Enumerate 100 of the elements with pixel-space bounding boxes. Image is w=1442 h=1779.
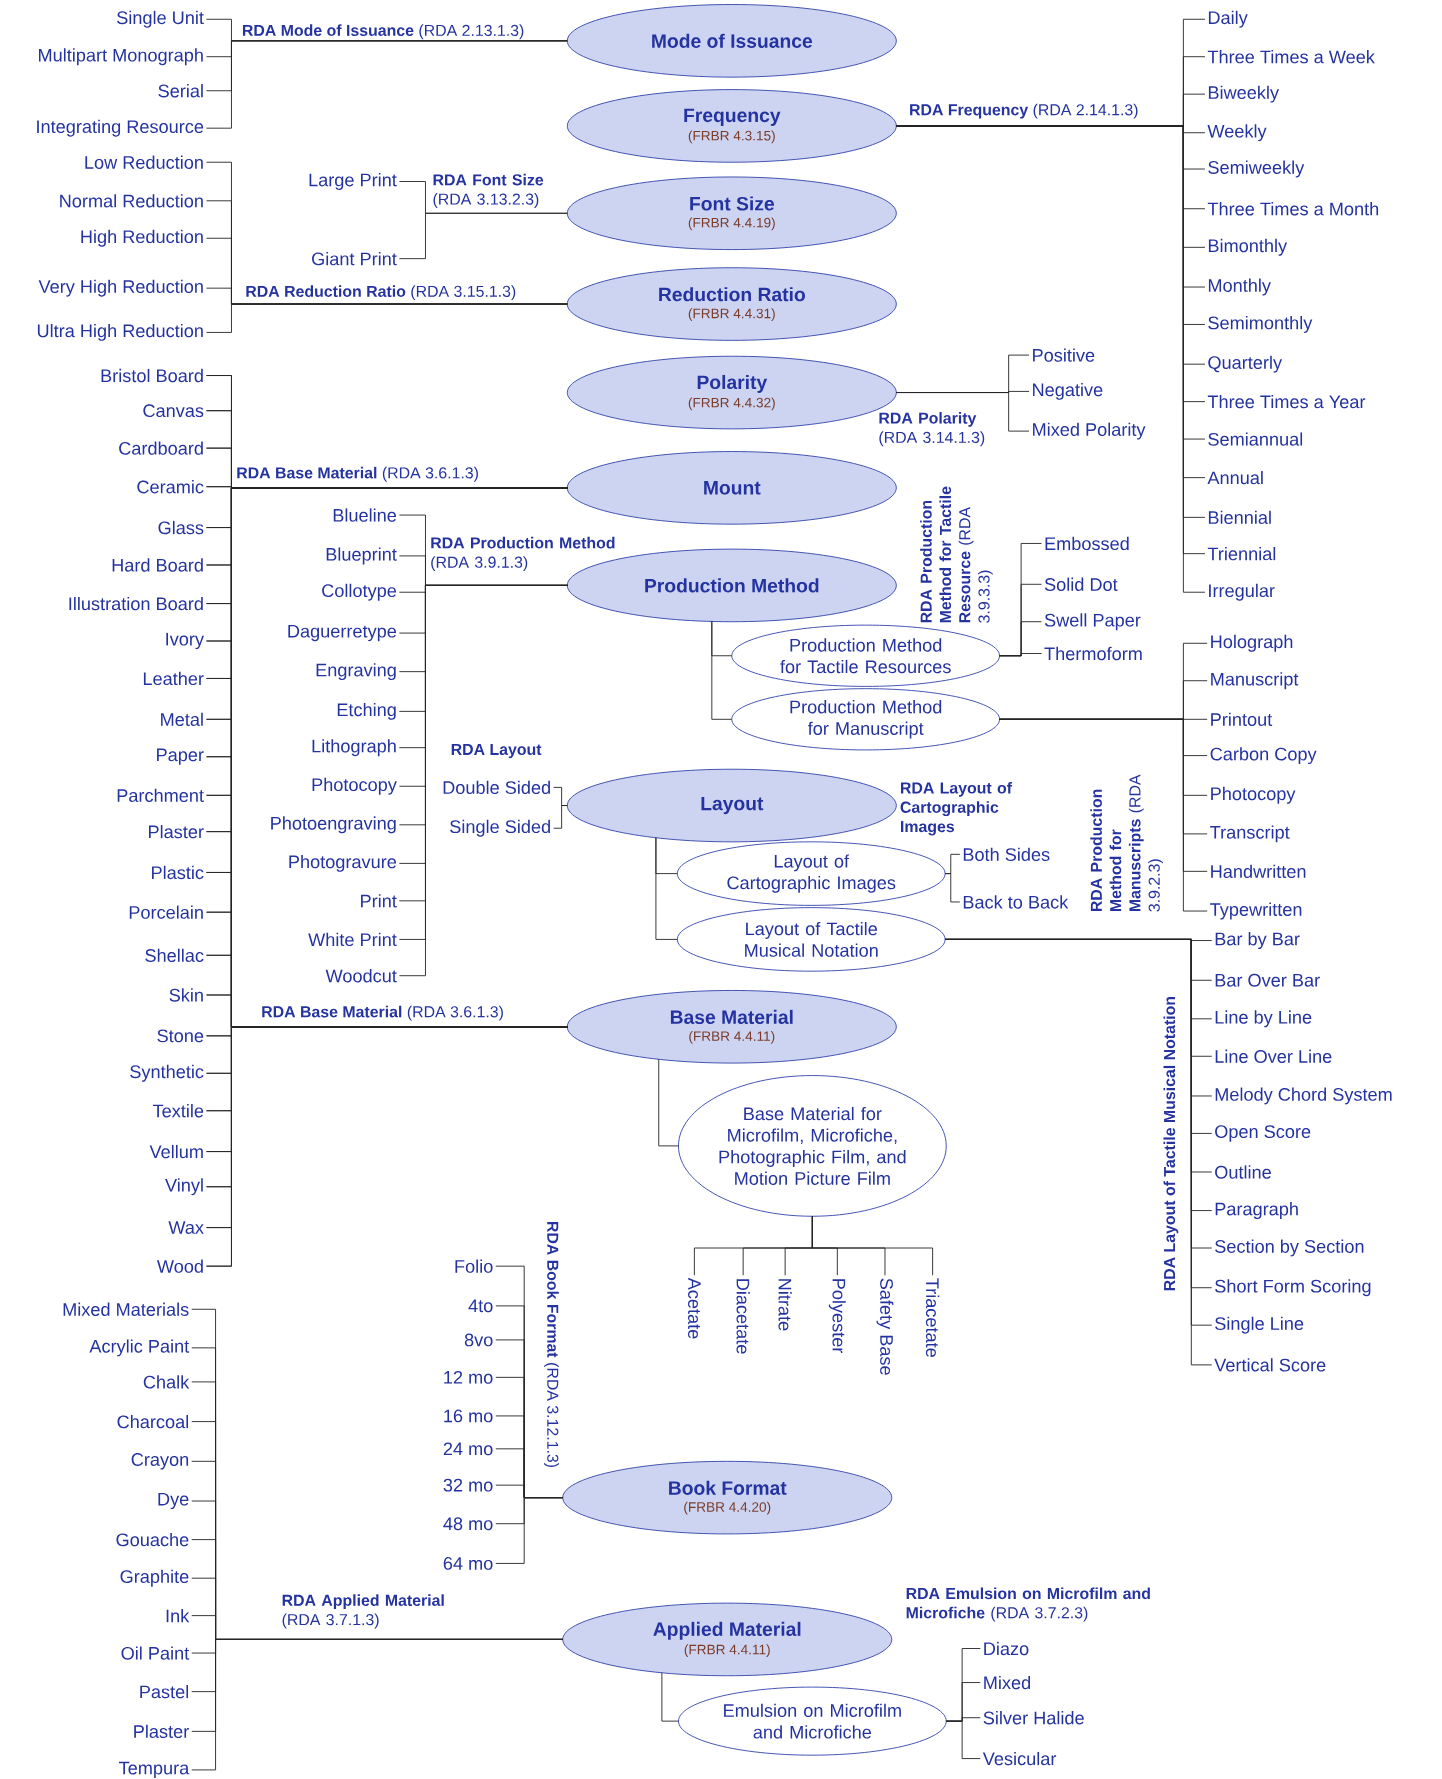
term-label: Handwritten: [1211, 864, 1306, 878]
element-label: RDA Mode of Issuance (RDA 2.13.1.3): [242, 24, 524, 40]
term-label: Irregular: [1209, 583, 1275, 601]
term-label: Photocopy: [1211, 786, 1296, 804]
term-label: Woodcut: [325, 969, 397, 983]
term-label: Triennial: [1207, 547, 1276, 561]
term-label: Skin: [169, 988, 203, 1002]
term-label: Three Times a Year: [1207, 394, 1366, 409]
term-label: Paper: [157, 748, 204, 765]
term-label: Monthly: [1208, 278, 1271, 296]
term-label: Pastel: [140, 1684, 188, 1699]
element-label: RDA Applied Material (RDA 3.7.1.3): [282, 1594, 444, 1629]
term-label: Daily: [1208, 10, 1248, 28]
term-label: Engraving: [316, 663, 396, 681]
term-label: Double Sided: [443, 780, 550, 795]
term-label: Mixed: [984, 1675, 1030, 1690]
term-label: 8vo: [464, 1333, 493, 1347]
term-label: Diazo: [984, 1641, 1029, 1656]
term-label: Photoengraving: [271, 816, 396, 834]
element-label: RDA Font Size (RDA 3.13.2.3): [433, 173, 544, 208]
term-label: Dye: [158, 1492, 189, 1510]
term-label: Thermoform: [1044, 646, 1142, 661]
connector-line: [658, 1058, 679, 1147]
term-label: Positive: [1033, 348, 1095, 362]
term-label: Serial: [158, 84, 203, 98]
term-label: Charcoal: [117, 1414, 188, 1429]
term-label: Tempura: [119, 1761, 190, 1779]
term-label: Solid Dot: [1044, 577, 1118, 591]
term-label: Typewritten: [1210, 902, 1302, 920]
term-label: Back to Back: [963, 895, 1069, 909]
term-label: Triacetate: [925, 1278, 940, 1357]
connector-line: [711, 621, 733, 720]
term-label: 4to: [468, 1299, 493, 1313]
element-label: RDA Layout of Cartographic Images: [900, 781, 1012, 836]
term-label: Multipart Monograph: [39, 48, 203, 66]
term-label: Textile: [152, 1104, 204, 1118]
term-label: High Reduction: [81, 229, 203, 247]
term-label: Illustration Board: [69, 596, 203, 611]
term-label: Single Sided: [450, 819, 550, 837]
term-label: Silver Halide: [983, 1711, 1084, 1725]
term-label: Holograph: [1211, 634, 1293, 652]
term-label: Vesicular: [982, 1751, 1057, 1766]
term-label: Plaster: [149, 824, 204, 839]
connector-line: [945, 1720, 981, 1760]
element-label: RDA Base Material (RDA 3.6.1.3): [262, 1005, 503, 1021]
term-label: 48 mo: [443, 1517, 493, 1531]
term-label: Melody Chord System: [1215, 1087, 1392, 1105]
term-label: Blueprint: [326, 547, 397, 565]
connector-line: [999, 718, 1208, 912]
connector-line: [811, 1215, 934, 1276]
term-label: 24 mo: [443, 1442, 493, 1456]
connector-line: [655, 837, 678, 940]
term-label: Vertical Score: [1214, 1358, 1326, 1372]
term-label: Stone: [157, 1029, 204, 1043]
term-label: Very High Reduction: [38, 279, 203, 297]
term-label: Crayon: [131, 1453, 189, 1470]
term-label: Vinyl: [165, 1178, 203, 1196]
term-label: Paragraph: [1215, 1202, 1298, 1220]
term-label: Low Reduction: [85, 155, 203, 169]
term-label: Print: [361, 894, 397, 908]
term-label: Acrylic Paint: [89, 1339, 190, 1357]
term-label: Three Times a Month: [1207, 202, 1379, 216]
term-label: Plaster: [134, 1724, 189, 1738]
term-label: Parchment: [117, 788, 204, 802]
term-label: Quarterly: [1208, 355, 1282, 373]
term-label: Bimonthly: [1208, 238, 1288, 256]
term-label: Integrating Resource: [37, 119, 204, 137]
term-label: Acetate: [688, 1277, 701, 1339]
term-label: Ivory: [166, 632, 204, 650]
term-label: Line Over Line: [1215, 1049, 1332, 1063]
term-label: Metal: [161, 712, 203, 726]
term-label: Photogravure: [289, 854, 397, 872]
term-label: Oil Paint: [121, 1646, 190, 1660]
connector-line: [661, 1672, 679, 1722]
term-label: Ultra High Reduction: [37, 323, 203, 341]
connector-line: [553, 805, 568, 829]
term-label: Carbon Copy: [1210, 747, 1317, 765]
term-label: Weekly: [1207, 124, 1267, 142]
term-label: Canvas: [143, 404, 204, 418]
term-label: Bar Over Bar: [1215, 973, 1320, 987]
term-label: Safety Base: [876, 1278, 894, 1375]
term-label: Single Line: [1215, 1316, 1304, 1334]
connector-line: [895, 392, 1030, 432]
term-label: Leather: [143, 671, 204, 686]
term-label: Wood: [156, 1259, 203, 1273]
term-label: Open Score: [1215, 1125, 1311, 1142]
term-label: Synthetic: [130, 1064, 204, 1082]
term-label: Nitrate: [778, 1279, 792, 1331]
term-label: 32 mo: [443, 1478, 493, 1492]
term-label: Mixed Materials: [63, 1302, 189, 1316]
connector-line: [999, 653, 1042, 657]
term-label: 16 mo: [444, 1409, 493, 1423]
term-label: Section by Section: [1215, 1239, 1364, 1257]
term-label: Swell Paper: [1044, 613, 1141, 631]
term-label: Plastic: [152, 865, 204, 880]
term-label: Gouache: [116, 1532, 189, 1547]
term-label: Wax: [168, 1221, 204, 1234]
connector-line: [495, 1497, 564, 1564]
term-label: Semiweekly: [1208, 160, 1305, 178]
term-label: Manuscript: [1211, 672, 1299, 690]
